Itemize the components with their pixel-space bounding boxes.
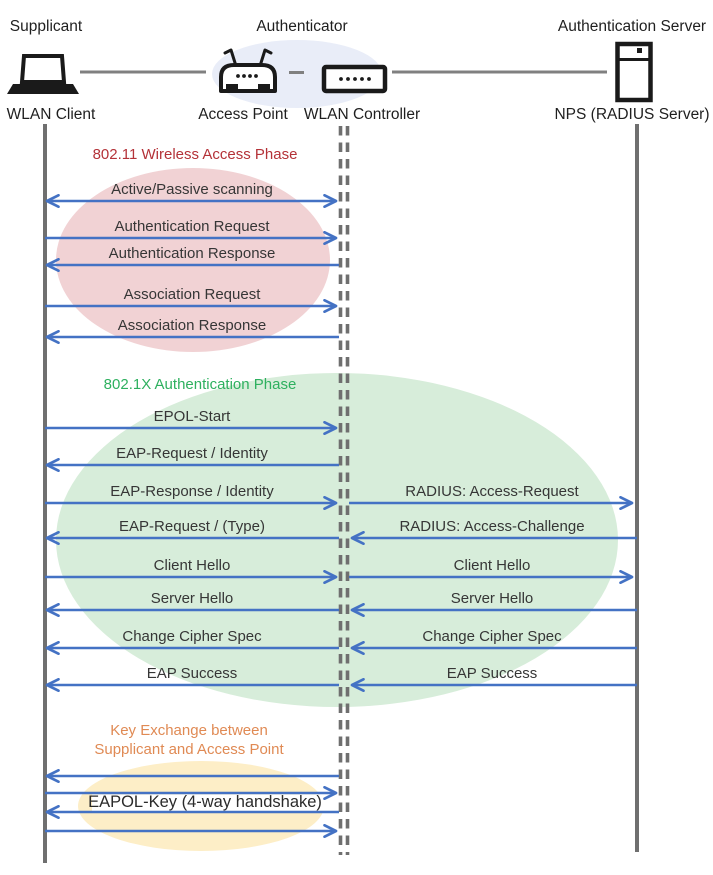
message-label-eap-success-left: EAP Success (146, 665, 238, 682)
node-label-access-point: Access Point (198, 106, 288, 123)
phase-80211-title: 802.11 Wireless Access Phase (92, 146, 298, 163)
message-label-radius-access-challenge: RADIUS: Access-Challenge (399, 518, 585, 535)
message-label-active-passive-scanning: Active/Passive scanning (111, 181, 273, 198)
message-label-change-cipher-spec-right: Change Cipher Spec (422, 628, 562, 645)
laptop-icon (7, 54, 79, 94)
message-label-eapol-key: EAPOL-Key (4-way handshake) (88, 793, 322, 811)
message-label-server-hello-right: Server Hello (450, 590, 534, 607)
message-label-radius-access-request: RADIUS: Access-Request (405, 483, 579, 500)
message-label-authentication-request: Authentication Request (114, 218, 270, 235)
role-label-authenticator: Authenticator (256, 18, 348, 35)
controller-lifeline (338, 126, 350, 855)
message-label-client-hello-left: Client Hello (153, 557, 231, 574)
node-label-wlan-controller: WLAN Controller (303, 106, 421, 123)
message-label-eap-request-type: EAP-Request / (Type) (119, 518, 265, 535)
phase-key-exchange-title-line1: Key Exchange between (110, 722, 268, 739)
message-label-association-request: Association Request (123, 286, 261, 303)
role-label-authentication-server: Authentication Server (557, 18, 707, 35)
phase-8021x-ellipse (56, 373, 618, 707)
message-label-server-hello-left: Server Hello (150, 590, 234, 607)
message-label-association-response: Association Response (117, 317, 267, 334)
node-label-wlan-client: WLAN Client (6, 106, 96, 123)
phase-key-exchange-title-line2: Supplicant and Access Point (94, 741, 284, 758)
node-label-nps: NPS (RADIUS Server) (554, 106, 710, 123)
message-label-authentication-response: Authentication Response (108, 245, 276, 262)
role-label-supplicant: Supplicant (9, 18, 83, 35)
message-label-client-hello-right: Client Hello (453, 557, 531, 574)
access-point-icon (219, 48, 277, 93)
eapol-label-background (92, 794, 328, 812)
phase-8021x-title: 802.1X Authentication Phase (103, 376, 297, 393)
message-label-change-cipher-spec-left: Change Cipher Spec (122, 628, 262, 645)
wlan-controller-icon (321, 64, 388, 94)
server-icon (615, 41, 653, 103)
message-label-eap-response-identity: EAP-Response / Identity (110, 483, 274, 500)
message-label-eap-success-right: EAP Success (446, 665, 538, 682)
message-label-eap-request-identity: EAP-Request / Identity (116, 445, 268, 462)
message-label-epol-start: EPOL-Start (153, 408, 231, 425)
topology-connectors (80, 70, 607, 74)
